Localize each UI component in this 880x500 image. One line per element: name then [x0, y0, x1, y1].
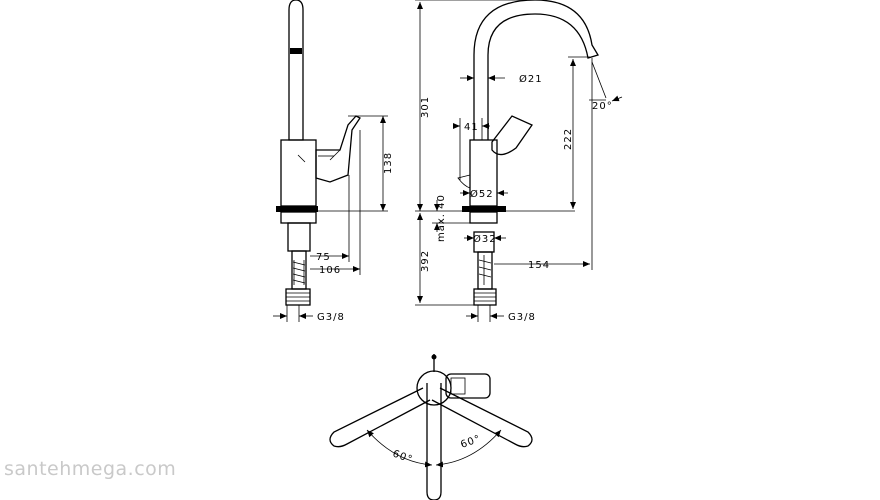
- top-spout-left: [329, 387, 431, 448]
- dim-106: 106: [319, 265, 341, 276]
- dim-body-diameter: Ø52: [470, 188, 494, 200]
- dim-max-40: max. 40: [436, 194, 447, 242]
- dim-301: 301: [420, 96, 431, 118]
- dim-angle: 20°: [592, 101, 613, 112]
- dim-top-angle-right: 60°: [459, 433, 482, 450]
- dim-mount-diameter: Ø32: [473, 233, 497, 245]
- side-body: [280, 139, 317, 207]
- dim-222: 222: [563, 128, 574, 150]
- dim-41: 41: [464, 122, 479, 133]
- dim-154: 154: [528, 260, 550, 271]
- dim-138: 138: [383, 152, 394, 174]
- dim-top-angle-left: 60°: [391, 448, 414, 465]
- dim-392: 392: [420, 250, 431, 272]
- top-spout-center: [426, 383, 442, 500]
- front-lever: [491, 115, 533, 156]
- top-view: [329, 354, 533, 500]
- side-spout: [288, 0, 304, 141]
- watermark: santehmega.com: [4, 458, 177, 480]
- dim-75: 75: [316, 252, 331, 263]
- top-spout-right: [431, 387, 533, 448]
- side-lever: [315, 115, 361, 183]
- front-spout: [473, 0, 599, 140]
- dim-side-thread: G3/8: [317, 312, 345, 323]
- front-view: [415, 0, 623, 322]
- top-lever: [445, 373, 491, 399]
- dim-spout-diameter: Ø21: [519, 73, 543, 85]
- side-view: [273, 0, 388, 322]
- dim-front-thread: G3/8: [508, 312, 536, 323]
